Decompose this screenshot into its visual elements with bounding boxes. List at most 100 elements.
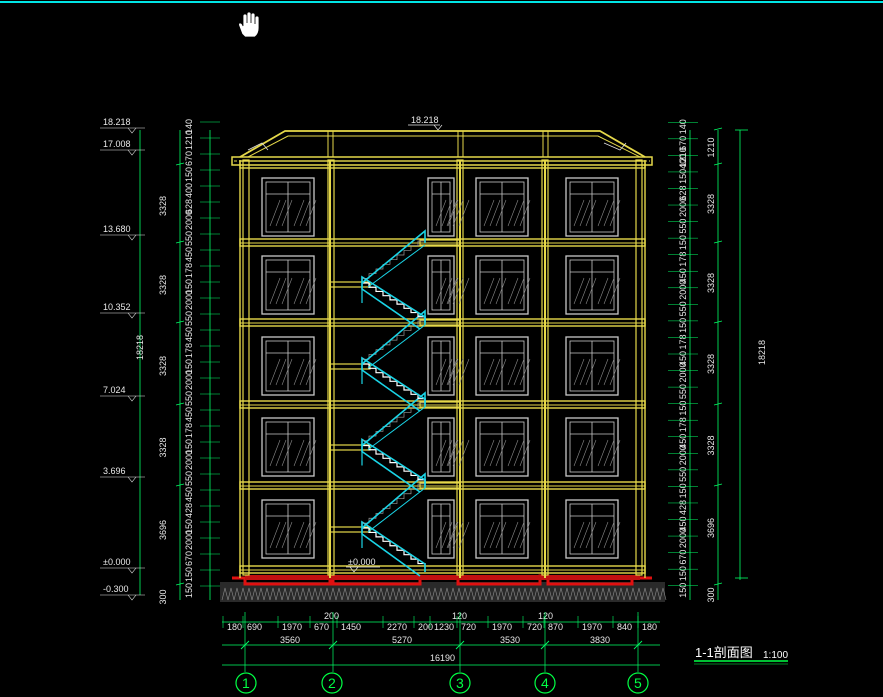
window (565, 417, 621, 477)
left-inner-dim-7: 550 (184, 231, 194, 246)
bottom-row1-dim-12: 1970 (582, 622, 602, 632)
left-outer-dim-1: 3328 (158, 275, 168, 295)
window (427, 255, 470, 315)
bottom-row1-dim-10: 720 (527, 622, 542, 632)
right-outer-dim-2: 3328 (706, 273, 716, 293)
left-total-dim: 18218 (135, 335, 145, 360)
axis-label-4: 4 (541, 675, 549, 691)
right-outer-dim-0: 1210 (706, 137, 716, 157)
right-inner-dim-2: 1210 (678, 147, 688, 167)
window (475, 336, 531, 396)
left-level-0: 18.218 (103, 117, 131, 127)
bottom-row1-dim-11: 870 (548, 622, 563, 632)
window (427, 177, 470, 237)
bottom-row2-dim-0: 3560 (280, 635, 300, 645)
left-dimension-chain: 18.21817.00813.68010.3527.0243.696±0.000… (100, 117, 220, 605)
left-outer-dim-0: 3328 (158, 196, 168, 216)
left-inner-dim-6: 2000 (184, 210, 194, 230)
staircase (361, 229, 426, 577)
left-inner-dim-22: 550 (184, 471, 194, 486)
right-outer-dim-4: 3328 (706, 435, 716, 455)
window (475, 499, 531, 559)
bottom-row1-dim-0: 180 (227, 622, 242, 632)
right-dimension-chain: 1406701210150400628200055015017845020005… (668, 119, 767, 603)
bottom-row1-dim-5: 2270 (387, 622, 407, 632)
left-outer-dim-3: 3328 (158, 437, 168, 457)
drawing-title: 1-1剖面图 (695, 645, 753, 660)
bottom-row1-dim-13: 840 (617, 622, 632, 632)
right-inner-dim-4: 628 (678, 185, 688, 200)
window (261, 177, 317, 237)
right-inner-dim-17: 150 (678, 401, 688, 416)
right-inner-dim-1: 670 (678, 136, 688, 151)
left-inner-dim-21: 2000 (184, 450, 194, 470)
right-inner-dim-26: 670 (678, 550, 688, 565)
bottom-row1-dim-1: 690 (247, 622, 262, 632)
bottom-row1-dim-6: 200 (418, 622, 433, 632)
left-inner-dim-20: 150 (184, 439, 194, 454)
left-outer-dim-2: 3328 (158, 356, 168, 376)
left-inner-dim-3: 150 (184, 167, 194, 182)
axis-label-3: 3 (456, 675, 464, 691)
roof-level-label: 18.218 (411, 115, 439, 125)
left-level-7: -0.300 (103, 584, 129, 594)
right-inner-dim-23: 428 (678, 500, 688, 515)
left-inner-dim-16: 2000 (184, 370, 194, 390)
axis-label-5: 5 (634, 675, 642, 691)
left-inner-dim-15: 150 (184, 359, 194, 374)
right-inner-dim-20: 2000 (678, 445, 688, 465)
bottom-row2-dim-2: 3530 (500, 635, 520, 645)
right-inner-dim-15: 2000 (678, 363, 688, 383)
building-section (231, 130, 653, 578)
left-inner-dim-9: 178 (184, 263, 194, 278)
left-inner-dim-0: 140 (184, 119, 194, 134)
hand-pan-icon (238, 11, 260, 38)
right-inner-dim-8: 178 (678, 252, 688, 267)
bottom-row1-dim-3: 670 (314, 622, 329, 632)
window (475, 177, 531, 237)
window (427, 417, 470, 477)
right-inner-dim-12: 150 (678, 318, 688, 333)
right-total-dim: 18218 (757, 340, 767, 365)
left-inner-dim-1: 1210 (184, 130, 194, 150)
right-inner-dim-3: 150400 (678, 154, 688, 184)
bottom-row1-dim-4: 1450 (341, 622, 361, 632)
bottom-total-dim: 16190 (430, 653, 455, 663)
right-inner-dim-28: 150 (678, 583, 688, 598)
left-outer-dim-5: 300 (158, 589, 168, 604)
axis-markers: 1 2 3 4 5 (235, 672, 649, 694)
window (565, 336, 621, 396)
right-inner-dim-25: 2000 (678, 528, 688, 548)
left-outer-dim-4: 3696 (158, 520, 168, 540)
right-outer-dim-1: 3328 (706, 194, 716, 214)
right-inner-dim-22: 150 (678, 483, 688, 498)
right-inner-dim-5: 2000 (678, 197, 688, 217)
axis-label-1: 1 (242, 675, 250, 691)
right-outer-dim-6: 300 (706, 587, 716, 602)
left-inner-dim-19: 178 (184, 423, 194, 438)
bottom-top-dim-2: 120 (538, 611, 553, 621)
window (475, 417, 531, 477)
right-inner-dim-11: 550 (678, 301, 688, 316)
window (475, 255, 531, 315)
bottom-row1-dim-7: 1230 (434, 622, 454, 632)
right-inner-dim-14: 450 (678, 351, 688, 366)
bottom-row1-dim-8: 720 (461, 622, 476, 632)
drawing-scale: 1:100 (763, 650, 788, 661)
left-inner-dim-12: 550 (184, 311, 194, 326)
axis-marker-5: 5 (627, 672, 649, 694)
left-inner-dim-4: 400 (184, 183, 194, 198)
right-inner-dim-13: 178 (678, 334, 688, 349)
left-inner-dim-10: 150 (184, 279, 194, 294)
windows-group (261, 177, 621, 559)
left-inner-dim-23: 450 (184, 487, 194, 502)
left-level-5: 3.696 (103, 466, 126, 476)
window (261, 336, 317, 396)
window (565, 255, 621, 315)
left-inner-dim-8: 450 (184, 247, 194, 262)
right-inner-dim-18: 178 (678, 417, 688, 432)
left-level-3: 10.352 (103, 302, 131, 312)
left-inner-dim-25: 150 (184, 519, 194, 534)
axis-label-2: 2 (328, 675, 336, 691)
